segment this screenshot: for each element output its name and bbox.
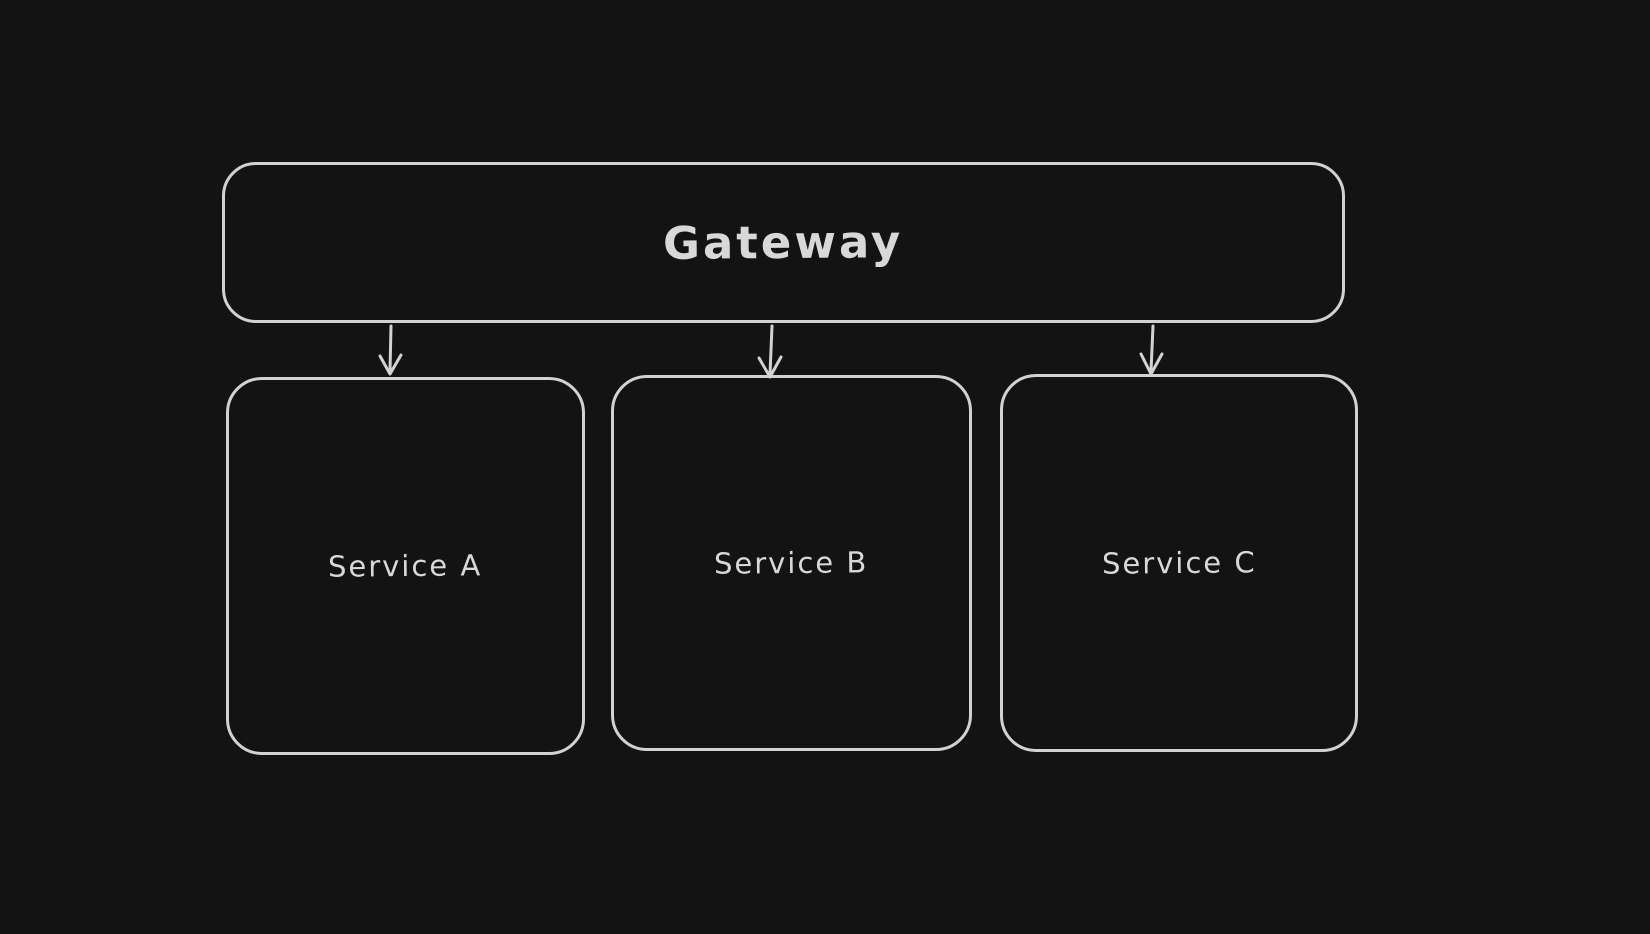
node-gateway-label: Gateway <box>663 215 904 270</box>
arrow-gateway-to-service-c[interactable] <box>1139 324 1164 376</box>
node-service-a-label: Service A <box>328 548 483 584</box>
node-gateway[interactable]: Gateway <box>222 162 1345 323</box>
arrow-gateway-to-service-a[interactable] <box>378 324 403 376</box>
arrow-shaft <box>768 324 774 376</box>
node-service-c-label: Service C <box>1101 545 1257 581</box>
arrow-shaft <box>1149 324 1155 373</box>
arrow-shaft <box>388 324 393 373</box>
node-service-c[interactable]: Service C <box>1000 374 1358 752</box>
node-service-b-label: Service B <box>714 545 869 581</box>
arrow-gateway-to-service-b[interactable] <box>757 324 783 379</box>
arrow-head-icon <box>378 353 403 376</box>
node-service-a[interactable]: Service A <box>226 377 585 755</box>
node-service-b[interactable]: Service B <box>611 375 972 751</box>
